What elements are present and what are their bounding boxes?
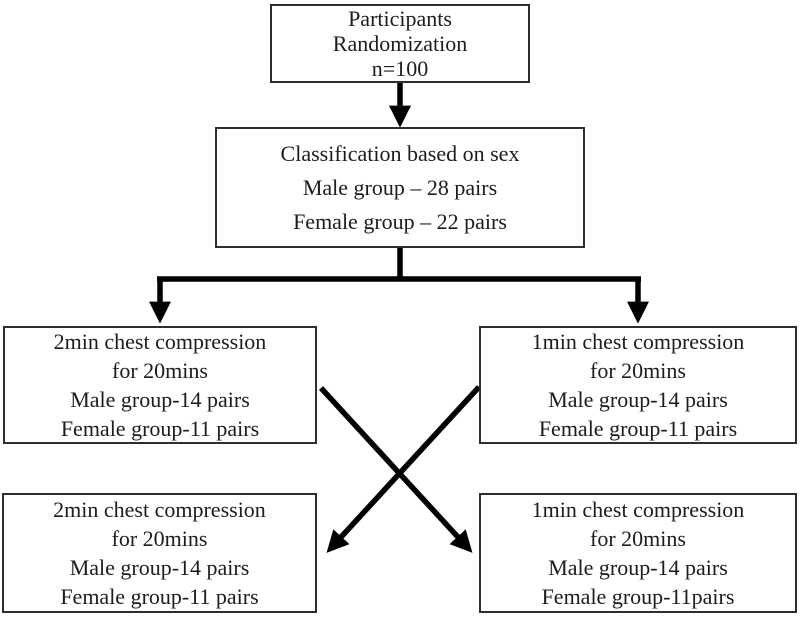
crossover-arrow-2min-to-1min — [318, 386, 473, 553]
node-text-line: for 20mins — [590, 526, 686, 551]
node-text-line: for 20mins — [590, 358, 686, 383]
node-arm-1min-first: 1min chest compression for 20mins Male g… — [479, 326, 797, 444]
node-text-line: Randomization — [332, 31, 468, 56]
node-arm-1min-second: 1min chest compression for 20mins Male g… — [479, 493, 797, 613]
node-participants: Participants Randomization n=100 — [270, 4, 530, 83]
node-text-line: Male group-14 pairs — [70, 387, 250, 412]
node-text-line: 1min chest compression — [531, 329, 745, 354]
node-text-line: Female group-11 pairs — [60, 416, 260, 441]
node-text-line: for 20mins — [111, 526, 208, 551]
node-text-line: for 20mins — [112, 358, 208, 383]
node-text-line: Female group-11pairs — [541, 584, 735, 609]
node-text-line: 2min chest compression — [53, 329, 267, 354]
node-arm-2min-second: 2min chest compression for 20mins Male g… — [2, 493, 317, 613]
node-text-line: Participants — [348, 6, 452, 31]
crossover-arrow-1min-to-2min — [326, 385, 482, 553]
node-text-line: 1min chest compression — [531, 497, 745, 522]
node-text-line: Classification based on sex — [280, 140, 520, 166]
node-text-line: Male group-14 pairs — [69, 555, 250, 580]
node-text-line: Male group-14 pairs — [548, 555, 728, 580]
node-text-line: Female group – 22 pairs — [293, 208, 507, 234]
node-text-line: Female group-11 pairs — [538, 416, 738, 441]
node-text-line: 2min chest compression — [53, 497, 266, 522]
node-arm-2min-first: 2min chest compression for 20mins Male g… — [3, 326, 317, 444]
node-text-line: Male group-14 pairs — [548, 387, 728, 412]
node-text-line: Female group-11 pairs — [60, 584, 259, 609]
node-text-line: n=100 — [371, 56, 429, 81]
node-classification: Classification based on sex Male group –… — [215, 127, 585, 248]
node-text-line: Male group – 28 pairs — [302, 174, 498, 200]
